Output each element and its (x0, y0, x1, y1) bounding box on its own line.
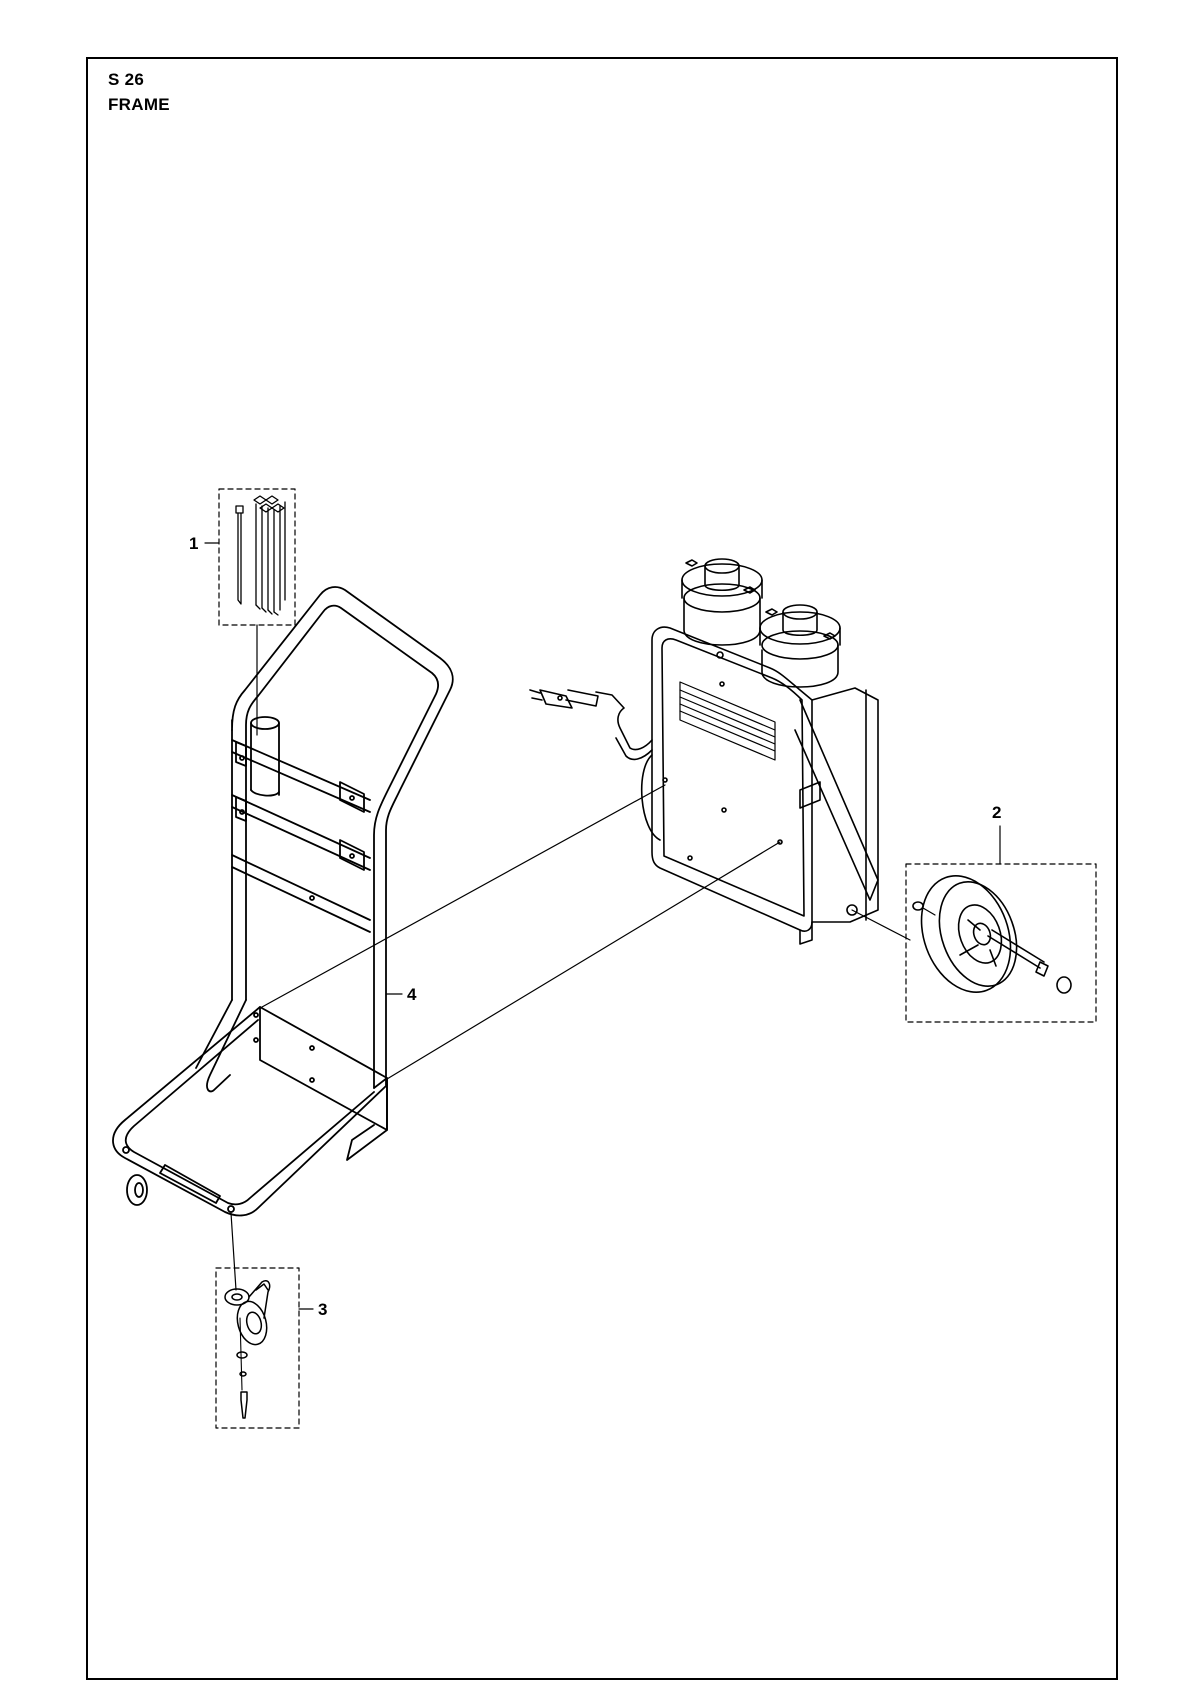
page-border (86, 57, 1118, 1680)
callout-3-label: 3 (318, 1300, 327, 1319)
trolley-frame (112, 586, 454, 1217)
callout-3-box (215, 1267, 300, 1429)
callout-1-label: 1 (189, 534, 198, 553)
callout-1-group: 1 (189, 488, 296, 736)
power-plug-icon (529, 689, 599, 709)
callout-4-label: 4 (407, 985, 417, 1004)
callout-2-group: 2 (905, 803, 1097, 1023)
vent-grille (679, 681, 776, 761)
callout-2-box (905, 863, 1097, 1023)
callout-3-group: 3 (215, 1267, 327, 1429)
filter-canister-1 (681, 558, 763, 646)
section-code: S 26 (108, 70, 145, 89)
filter-canister-2 (759, 604, 841, 688)
rear-wheel-icon (912, 875, 1072, 994)
caster-wheel-icon (224, 1280, 271, 1419)
callout-1-box (218, 488, 296, 626)
dust-extractor-unit (529, 558, 911, 945)
power-cord (595, 691, 653, 751)
cable-tie-icon (235, 495, 286, 616)
callout-2-label: 2 (992, 803, 1001, 822)
assembly-leader-lines (230, 784, 781, 1291)
section-title: FRAME (108, 95, 170, 114)
